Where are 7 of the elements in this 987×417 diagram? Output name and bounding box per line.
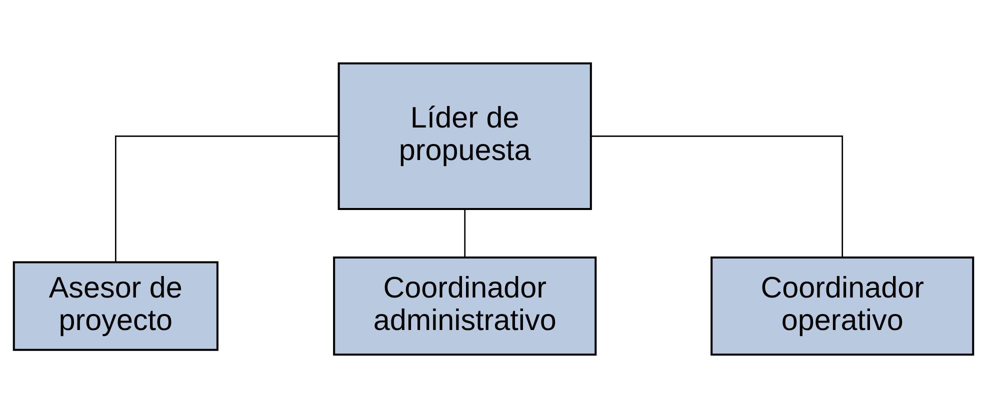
connector [115, 135, 339, 262]
node-box: Coordinador administrativo [333, 256, 597, 356]
node-box: Asesor de proyecto [12, 260, 218, 350]
node-box: Líder de propuesta [338, 62, 592, 210]
node-box: Coordinador operativo [710, 256, 974, 356]
connector [591, 135, 844, 257]
connector [464, 208, 466, 257]
